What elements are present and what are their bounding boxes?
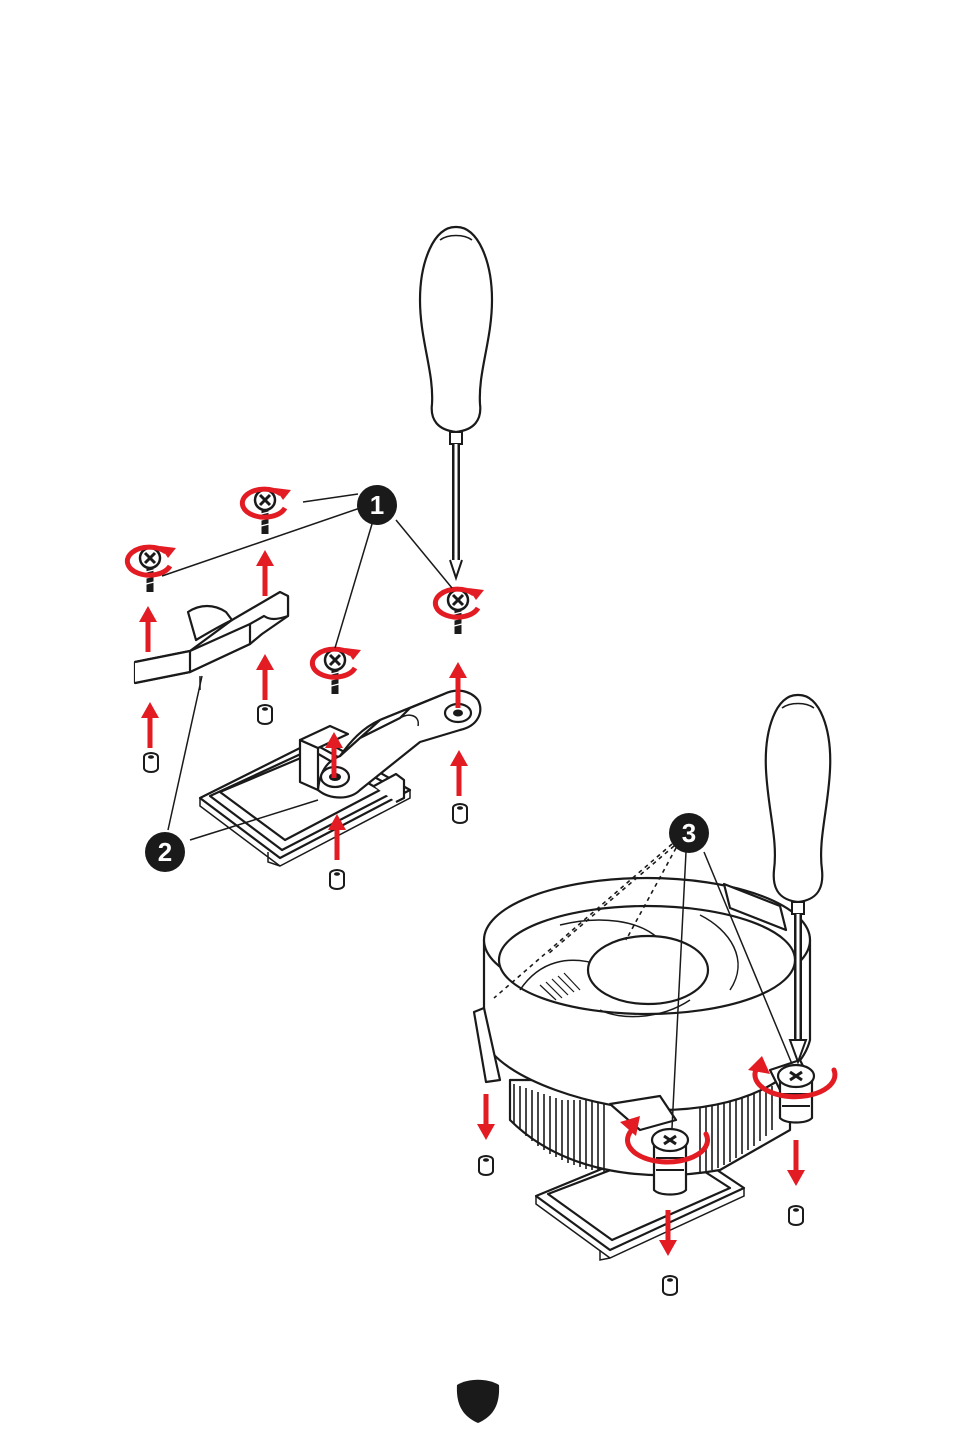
- shield-logo-icon: [457, 1380, 499, 1423]
- standoff-icon: [663, 1276, 677, 1295]
- lift-arrow-icon: [787, 1140, 805, 1186]
- screwdriver-icon: [420, 227, 492, 578]
- screw-icon: [325, 650, 345, 694]
- standoff-icon: [258, 705, 272, 724]
- lift-arrow-icon: [141, 702, 159, 748]
- callout-1: 1: [357, 485, 397, 525]
- standoff-icon: [789, 1206, 803, 1225]
- callout-2: 2: [145, 832, 185, 872]
- lift-arrow-icon: [139, 606, 157, 652]
- standoff-icon: [453, 804, 467, 823]
- screw-icon: [255, 490, 275, 534]
- standoff-icon: [479, 1156, 493, 1175]
- screw-icon: [140, 548, 160, 592]
- standoff-icon: [144, 753, 158, 772]
- callout-3: 3: [669, 813, 709, 853]
- lift-arrow-icon: [256, 654, 274, 700]
- lift-arrow-icon: [477, 1094, 495, 1140]
- standoff-icon: [330, 870, 344, 889]
- screw-icon: [448, 590, 468, 634]
- svg-text:2: 2: [158, 837, 172, 867]
- lift-arrow-icon: [450, 750, 468, 796]
- cpu-cooler: [474, 878, 810, 1175]
- svg-text:1: 1: [370, 490, 384, 520]
- svg-text:3: 3: [682, 818, 696, 848]
- lift-arrow-icon: [256, 550, 274, 596]
